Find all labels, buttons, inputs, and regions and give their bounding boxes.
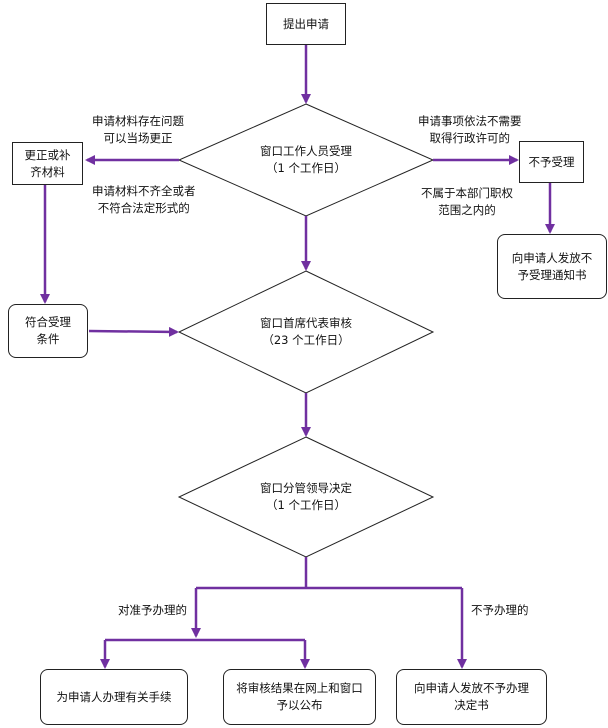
decide-label: 窗口分管领导决定 （1 个工作日） (260, 481, 352, 512)
eligible-box: 符合受理 条件 (8, 304, 88, 358)
deny-book-box: 向申请人发放不予办理 决定书 (396, 669, 547, 725)
arrow-eligible-review (88, 326, 179, 337)
edge-label-out-of-scope: 不属于本部门职权 范围之内的 (421, 186, 513, 217)
edge-label-incomplete: 申请材料不齐全或者 不符合法定形式的 (92, 184, 196, 215)
reject-notice-label: 向申请人发放不 予受理通知书 (511, 250, 593, 282)
publish-box: 将审核结果在网上和窗口 予以公布 (223, 669, 376, 725)
correct-box: 更正或补 齐材料 (12, 142, 83, 185)
accept-label: 窗口工作人员受理 （1 个工作日） (260, 144, 352, 175)
edge-label-no-permit: 申请事项依法不需要 取得行政许可的 (418, 114, 522, 145)
reject-label: 不予受理 (528, 154, 575, 169)
start-box: 提出申请 (266, 3, 346, 45)
eligible-label: 符合受理 条件 (25, 315, 71, 346)
edge-label-fix-on-site: 申请材料存在问题 可以当场更正 (92, 114, 184, 145)
edge-label-deny: 不予办理的 (471, 603, 529, 617)
publish-label: 将审核结果在网上和窗口 予以公布 (236, 681, 363, 712)
reject-box: 不予受理 (519, 141, 584, 183)
approve-proc-box: 为申请人办理有关手续 (40, 669, 188, 725)
review-label: 窗口首席代表审核 （23 个工作日） (260, 316, 352, 347)
reject-notice-box: 向申请人发放不 予受理通知书 (497, 234, 607, 299)
edge-label-approve: 对准予办理的 (118, 603, 187, 617)
deny-book-label: 向申请人发放不予办理 决定书 (414, 681, 529, 712)
start-label: 提出申请 (283, 16, 329, 31)
approve-proc-label: 为申请人办理有关手续 (56, 689, 172, 704)
correct-label: 更正或补 齐材料 (24, 147, 71, 179)
